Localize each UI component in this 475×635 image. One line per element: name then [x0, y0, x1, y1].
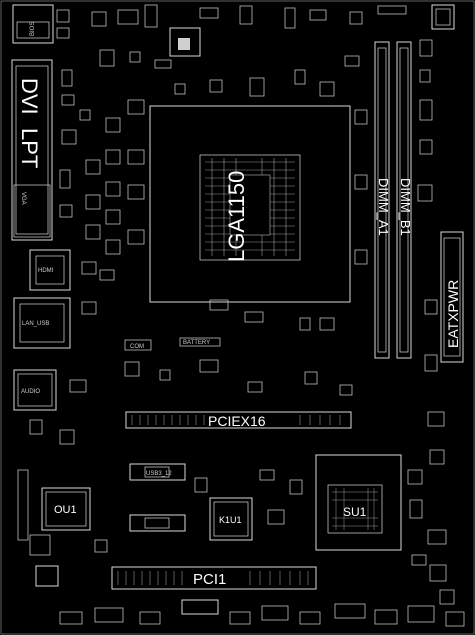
dimm-b1-label: DIMM_B1 [398, 178, 413, 236]
k1u1-chip [209, 497, 253, 541]
bios-label: BIOS [30, 22, 36, 36]
k1u1-label: K1U1 [219, 515, 242, 525]
vga-label: VGA [20, 192, 26, 205]
com-label: COM [130, 344, 144, 350]
vga-connector [13, 184, 51, 238]
audio-connector [13, 369, 57, 411]
lan-usb-connector [13, 297, 71, 349]
usb-header-1 [129, 463, 186, 481]
usb3-label: USB3_12 [146, 471, 172, 477]
dimm-a1-label: DIMM_A1 [376, 178, 391, 236]
hdmi-connector [29, 249, 71, 291]
cpu-socket-outline [149, 105, 351, 303]
chipset-die [327, 484, 383, 534]
chipset-outline [315, 454, 402, 551]
chipset-label: SU1 [343, 505, 367, 519]
usb-header-2 [129, 514, 186, 532]
cpu-socket-pins [199, 154, 301, 261]
dvi-label: DVI [17, 78, 42, 115]
cpu-socket-label: LGA1150 [224, 171, 249, 262]
battery-label: BATTERY [183, 340, 210, 346]
pci1-slot [111, 566, 317, 590]
dimm-b1-slot [396, 41, 412, 359]
left-passives [59, 49, 360, 255]
fan-header [169, 27, 201, 57]
bottom-headers [59, 599, 465, 627]
audio-label: AUDIO [21, 389, 40, 395]
pciex16-label: PCIEX16 [208, 413, 266, 429]
small-chip-lower-left [35, 565, 59, 587]
dimm-a1-slot [374, 41, 390, 359]
lpt-label: LPT [17, 128, 42, 168]
hdmi-label: HDMI [38, 268, 54, 274]
atx-power-connector [440, 231, 464, 363]
lan-label: LAN_USB [22, 321, 49, 327]
pci1-label: PCI1 [193, 571, 226, 588]
atx-power-label: EATXPWR [445, 280, 461, 348]
dvi-lpt-connector [11, 59, 53, 241]
ou1-label: OU1 [54, 504, 77, 516]
ou1-chip [41, 487, 91, 531]
top-left-connector [12, 4, 54, 44]
pciex16-slot [125, 411, 352, 429]
